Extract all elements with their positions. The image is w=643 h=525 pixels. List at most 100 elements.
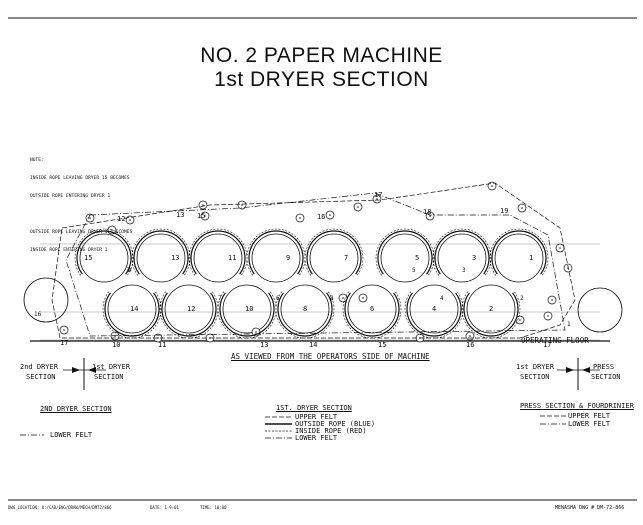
upper-dryer-number: 1 bbox=[529, 254, 533, 262]
guide-roll-center bbox=[157, 337, 159, 339]
guide-roll-center bbox=[547, 315, 549, 317]
note-line: INSIDE ROPE LEAVING DRYER 15 BECOMES bbox=[30, 176, 130, 181]
roll-number-top: 13 bbox=[176, 211, 184, 219]
guide-roll-center bbox=[521, 207, 523, 209]
guide-roll-center bbox=[551, 299, 553, 301]
legend-right-title: PRESS SECTION & FOURDRINIER bbox=[520, 402, 634, 410]
guide-roll-center bbox=[241, 204, 243, 206]
upper-dryer-cylinder bbox=[79, 233, 129, 283]
boundary-1st-line1: 1st DRYER bbox=[92, 363, 130, 371]
roll-number-side: 3 bbox=[462, 267, 466, 274]
note-line: OUTSIDE ROPE ENTERING DRYER 1 bbox=[30, 194, 111, 199]
roll-number-bottom: 10 bbox=[112, 341, 120, 349]
upper-dryer-number: 11 bbox=[228, 254, 236, 262]
note-line: INSIDE ROPE ENTERING DRYER 1 bbox=[30, 248, 108, 253]
lower-dryer-number: 6 bbox=[370, 305, 374, 313]
guide-roll-center bbox=[362, 297, 364, 299]
guide-roll-center bbox=[129, 219, 131, 221]
upper-dryer-number: 15 bbox=[84, 254, 92, 262]
guide-roll-center bbox=[202, 204, 204, 206]
lower-dryer-cylinder bbox=[222, 284, 272, 334]
roll-number-side: 5 bbox=[412, 267, 416, 274]
lower-dryer-cylinder bbox=[466, 284, 516, 334]
lower-dryer-cylinder bbox=[107, 284, 157, 334]
lower-dryer-cylinder bbox=[409, 284, 459, 334]
roll-number-side: 16 bbox=[34, 311, 42, 318]
title-line-2: 1st DRYER SECTION bbox=[214, 68, 429, 91]
guide-roll-center bbox=[342, 297, 344, 299]
upper-dryer-number: 7 bbox=[344, 254, 348, 262]
guide-roll-center bbox=[559, 247, 561, 249]
viewed-from-label: AS VIEWED FROM THE OPERATORS SIDE OF MAC… bbox=[231, 352, 430, 361]
lower-dryer-number: 10 bbox=[245, 305, 253, 313]
title-line-1: NO. 2 PAPER MACHINE bbox=[200, 44, 443, 67]
upper-dryer-cylinder bbox=[309, 233, 359, 283]
guide-roll-center bbox=[429, 215, 431, 217]
footer-date: DATE: 1-9-01 bbox=[150, 505, 179, 510]
roll-number-bottom: 15 bbox=[378, 341, 386, 349]
roll-number-side: 1 bbox=[567, 321, 571, 328]
roll-number-top: 16 bbox=[317, 213, 325, 221]
rope-path bbox=[76, 230, 547, 337]
roll-number-bottom: 14 bbox=[309, 341, 317, 349]
note-line: NOTE: bbox=[30, 158, 44, 163]
boundary-2nd-line2: SECTION bbox=[26, 373, 56, 381]
roll-number-top: 18 bbox=[423, 208, 431, 216]
press-cylinder-left bbox=[23, 277, 69, 323]
upper-dryer-cylinder bbox=[251, 233, 301, 283]
lower-dryer-number: 12 bbox=[187, 305, 195, 313]
boundary-r-1st-line2: SECTION bbox=[520, 373, 550, 381]
upper-dryer-number: 5 bbox=[415, 254, 419, 262]
guide-roll-center bbox=[469, 335, 471, 337]
legend-right-item: LOWER FELT bbox=[568, 420, 611, 428]
boundary-1st-line2: SECTION bbox=[94, 373, 124, 381]
lower-dryer-number: 8 bbox=[303, 305, 307, 313]
footer-time: TIME: 10:00 bbox=[200, 505, 227, 510]
legend-right-item: UPPER FELT bbox=[568, 412, 611, 420]
boundary-2nd-line1: 2nd DRYER bbox=[20, 363, 58, 371]
press-cylinder-right bbox=[577, 287, 623, 333]
roll-number-side: 4 bbox=[440, 295, 444, 302]
lower-dryer-number: 2 bbox=[489, 305, 493, 313]
roll-number-side: 7 bbox=[127, 267, 131, 274]
upper-dryer-number: 13 bbox=[171, 254, 179, 262]
legend-center-item: UPPER FELT bbox=[295, 413, 338, 421]
upper-dryer-cylinder bbox=[494, 233, 544, 283]
roll-number-top: 15 bbox=[197, 212, 205, 220]
guide-roll-center bbox=[491, 185, 493, 187]
roll-number-bottom: 17 bbox=[60, 339, 68, 347]
legend-center-title: 1ST. DRYER SECTION bbox=[276, 404, 352, 412]
roll-number-bottom: 11 bbox=[158, 341, 166, 349]
guide-roll-center bbox=[329, 214, 331, 216]
footer-location: DWG LOCATION: O:/CAD/ENG/DRAW/MECH/DMT2/… bbox=[8, 505, 112, 510]
upper-dryer-number: 3 bbox=[472, 254, 476, 262]
footer-drawing-no: MENASHA DWG # DM-72-866 bbox=[555, 505, 625, 511]
boundary-r-1st-line1: 1st DRYER bbox=[516, 363, 554, 371]
legend-center-item: INSIDE ROPE (RED) bbox=[295, 427, 367, 435]
lower-dryer-cylinder bbox=[280, 284, 330, 334]
guide-roll-center bbox=[89, 217, 91, 219]
guide-roll-center bbox=[204, 215, 206, 217]
guide-roll-center bbox=[357, 206, 359, 208]
roll-number-top: 19 bbox=[500, 207, 508, 215]
grid-lines bbox=[40, 243, 600, 341]
roll-number-top: 17 bbox=[374, 191, 382, 199]
upper-dryer-cylinder bbox=[136, 233, 186, 283]
guide-roll-center bbox=[255, 331, 257, 333]
lower-dryer-cylinder bbox=[164, 284, 214, 334]
roll-number-bottom: 16 bbox=[466, 341, 474, 349]
upper-felt-path bbox=[51, 182, 576, 339]
roll-number-side: 2 bbox=[520, 295, 524, 302]
legend-center-item: OUTSIDE ROPE (BLUE) bbox=[295, 420, 376, 428]
lower-dryer-number: 14 bbox=[130, 305, 138, 313]
upper-dryer-cylinder bbox=[193, 233, 243, 283]
legend-left-title: 2ND DRYER SECTION bbox=[40, 405, 112, 413]
guide-roll-center bbox=[299, 217, 301, 219]
felt-path-group bbox=[51, 182, 576, 339]
roll-number-bottom: 13 bbox=[260, 341, 268, 349]
